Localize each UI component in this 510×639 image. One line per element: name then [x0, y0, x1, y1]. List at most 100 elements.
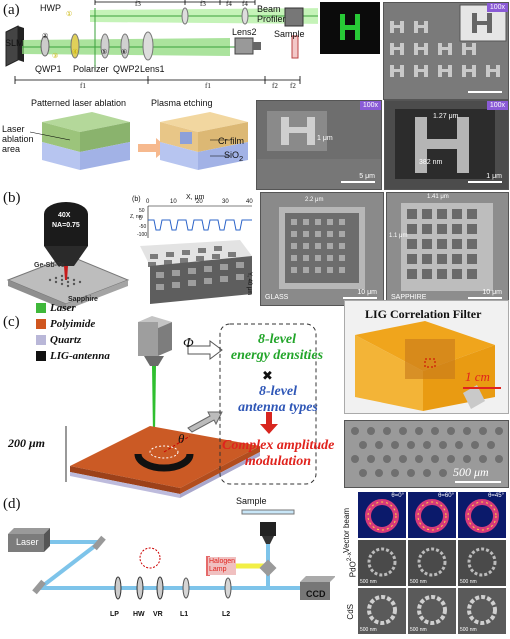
focal-f3-a: f3	[135, 0, 141, 8]
legend-label-quartz: Quartz	[50, 334, 82, 346]
sem-sapphire: SAPPHIRE 1.41 μm 1.1 μm 10 μm	[386, 192, 509, 306]
profile-inner-label: (b)	[132, 196, 141, 203]
qwp1-label: QWP1	[35, 64, 62, 74]
pdo-sem-45: 500 nm	[458, 540, 506, 586]
scale-500nm-4: 500 nm	[410, 627, 427, 633]
step1-label: Patterned laser ablation	[31, 98, 127, 108]
circle-5: ⑤	[101, 49, 108, 56]
y-axis-label: Y, 40 μm	[246, 272, 252, 296]
vector-beam-45: θ=45°	[458, 492, 506, 538]
lig-fabrication-diagram	[65, 316, 317, 498]
step2-label: Plasma etching	[151, 98, 213, 108]
scale-500nm-0: 500 nm	[360, 579, 377, 585]
legend-item-quartz: Quartz	[36, 332, 110, 348]
sem-glass-label: GLASS	[265, 294, 289, 301]
theta-label-0: θ=0°	[391, 493, 404, 499]
circle-6: ⑥	[121, 49, 128, 56]
component-vr: VR	[153, 611, 163, 618]
scale-500nm-1: 500 nm	[410, 579, 427, 585]
z-tick-1: 0	[139, 216, 142, 222]
vector-beam-0: θ=0°	[358, 492, 406, 538]
scale-bar-2	[341, 181, 375, 183]
process-diagram	[30, 112, 248, 170]
dim-left: 2.2 μm	[305, 197, 324, 203]
objective-diagram-b	[6, 202, 130, 310]
focal-f4-a: f4	[226, 0, 232, 8]
row-label-cds: CdS	[346, 604, 355, 620]
scale-10um-right: 10 μm	[482, 289, 502, 296]
sio2-label: SiO2	[224, 150, 244, 163]
circle-1: ①	[66, 11, 73, 18]
z-tick-2: -50	[139, 224, 147, 230]
focal-f2-a: f2	[272, 82, 278, 90]
legend-label-laser: Laser	[50, 302, 76, 314]
laser-label-d: Laser	[16, 537, 39, 547]
x-axis-label: X, μm	[186, 194, 205, 201]
focal-f2-b: f2	[290, 82, 296, 90]
x-tick-2: 20	[196, 199, 203, 205]
vector-beam-60: θ=60°	[408, 492, 456, 538]
panel-label-b: (b)	[3, 190, 21, 206]
legend-item-polyimide: Polyimide	[36, 316, 110, 332]
legend-item-laser: Laser	[36, 300, 110, 316]
lig-sem-image: 500 μm	[344, 420, 509, 488]
panel-label-c: (c)	[3, 314, 20, 330]
times-symbol: ✖	[262, 368, 273, 383]
x-tick-4: 40	[246, 199, 253, 205]
theta-label-60: θ=60°	[438, 493, 454, 499]
halogen-label: Halogen Lamp	[208, 557, 237, 575]
polarizer-label: Polarizer	[73, 64, 109, 74]
phi-symbol: Φ	[183, 336, 194, 351]
hwp-label: HWP	[40, 3, 61, 13]
objective-mag: 40X	[58, 212, 71, 219]
scale-bar-b1	[343, 297, 377, 299]
focal-f4-b: f4	[242, 0, 248, 8]
component-lp: LP	[110, 611, 119, 618]
theta-symbol: θ	[178, 431, 185, 446]
focal-f1-b: f1	[205, 82, 211, 90]
beam-profiler-label: Beam Profiler	[257, 4, 286, 24]
mag-badge-2: 100x	[359, 101, 381, 110]
mag-badge: 100x	[486, 3, 508, 12]
scale-5um-label: 5 μm	[359, 173, 375, 180]
energy-text: 8-level energy densities	[230, 332, 324, 363]
lens2-label: Lens2	[232, 27, 257, 37]
sample-label: Sample	[274, 29, 305, 39]
circle-3: ③	[52, 53, 59, 60]
dim-right: 1.41 μm	[427, 194, 449, 200]
scale-500nm-5: 500 nm	[460, 627, 477, 633]
lens1-label: Lens1	[140, 64, 165, 74]
scale-1cm-bar	[463, 387, 501, 389]
z-axis-label: Z, nm	[130, 214, 143, 220]
row-label-vector: Vector beam	[342, 508, 351, 553]
objective-na: NA=0.75	[52, 222, 80, 229]
beam-profile-image	[320, 2, 380, 54]
cds-sem-0: 500 nm	[358, 588, 406, 634]
sem-glass: GLASS 2.2 μm 10 μm	[260, 192, 384, 306]
row-label-pdo: PdO2-x	[346, 552, 358, 578]
legend-c: Laser Polyimide Quartz LIG-antenna	[36, 300, 110, 364]
scale-bar-b2	[468, 297, 502, 299]
scale-bar-3	[468, 181, 502, 183]
x-tick-3: 30	[222, 199, 229, 205]
scale-500um-label: 500 μm	[453, 465, 489, 479]
mag-badge-3: 100x	[486, 101, 508, 110]
component-hw: HW	[133, 611, 145, 618]
panel-label-a: (a)	[3, 2, 20, 18]
z-tick-0: 50	[139, 208, 145, 214]
legend-swatch-laser	[36, 303, 46, 313]
legend-swatch-polyimide	[36, 319, 46, 329]
legend-swatch-lig	[36, 351, 46, 361]
cds-sem-45: 500 nm	[458, 588, 506, 634]
x-tick-1: 10	[170, 199, 177, 205]
component-l2: L2	[222, 611, 231, 618]
theta-label-45: θ=45°	[488, 493, 504, 499]
profile-plot: (b) X, μm 0 10 20 30 40 Z, nm 50 0 -50 -…	[130, 194, 256, 306]
z-tick-3: -100	[137, 232, 148, 238]
scale-500nm-2: 500 nm	[460, 579, 477, 585]
qwp2-label: QWP2	[113, 64, 140, 74]
circle-4: ④	[72, 49, 79, 56]
dim-382: 382 nm	[419, 159, 443, 166]
scale-500nm-3: 500 nm	[360, 627, 377, 633]
antenna-text: 8-level antenna types	[238, 384, 318, 415]
